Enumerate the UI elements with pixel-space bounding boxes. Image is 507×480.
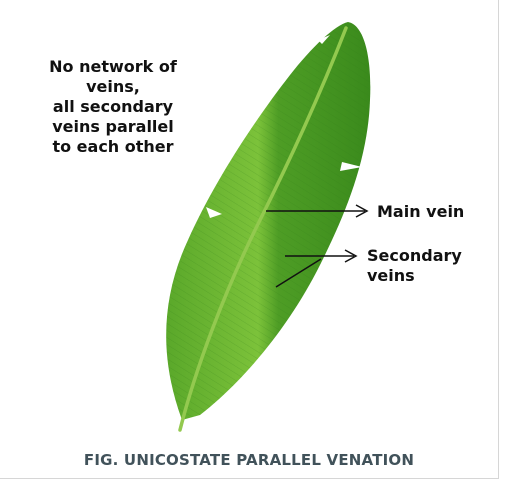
annotation-line: to each other <box>38 137 188 157</box>
label-line: veins <box>367 266 462 286</box>
annotation-line: No network of <box>38 57 188 77</box>
label-main-vein: Main vein <box>377 202 464 222</box>
label-secondary-veins: Secondary veins <box>367 246 462 286</box>
annotation-line: veins, <box>38 77 188 97</box>
label-line: Secondary <box>367 246 462 266</box>
annotation-line: all secondary <box>38 97 188 117</box>
annotation-line: veins parallel <box>38 117 188 137</box>
figure-caption: FIG. UNICOSTATE PARALLEL VENATION <box>0 451 498 469</box>
annotation-no-network: No network of veins, all secondary veins… <box>38 57 188 157</box>
